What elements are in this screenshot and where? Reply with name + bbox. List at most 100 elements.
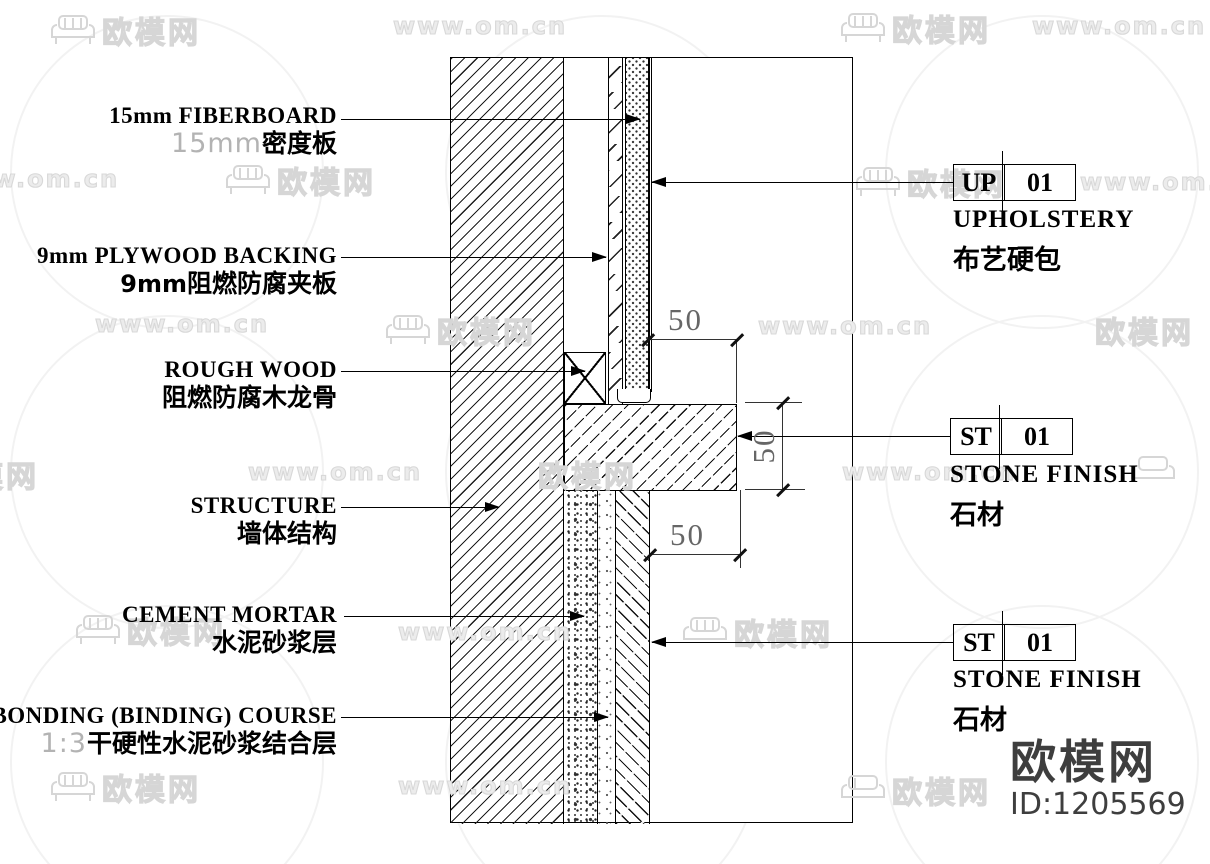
tag-number: 01 xyxy=(1024,421,1050,451)
sofa-icon xyxy=(226,165,270,194)
callout-rough-wood: ROUGH WOOD 阻燃防腐木龙骨 xyxy=(162,357,337,413)
leader-fiberboard xyxy=(341,114,641,124)
watermark: 欧模网 xyxy=(537,452,637,496)
dim3-line xyxy=(650,554,740,556)
tag-zh-stone-upper: 石材 xyxy=(950,500,1004,531)
watermark-brand: 欧模网 xyxy=(906,167,1006,203)
plywood-backing-layer xyxy=(608,58,623,404)
arrow-right-icon xyxy=(594,712,609,722)
watermark: 欧模网 xyxy=(385,308,536,352)
callout-en: 15mm FIBERBOARD xyxy=(109,103,337,128)
callout-zh: 15mm密度板 xyxy=(109,129,337,159)
watermark-brand: 欧模网 xyxy=(733,617,833,653)
watermark: www.om.cn xyxy=(0,164,120,193)
tag-number: 01 xyxy=(1027,167,1053,197)
watermark: www.om.cn xyxy=(841,457,1017,486)
watermark-brand: 欧模网 xyxy=(1094,315,1194,351)
arrow-left-icon xyxy=(737,431,752,441)
watermark: www.om.cn xyxy=(1079,167,1210,196)
watermark-brand: 欧模网 xyxy=(0,459,39,495)
watermark-brand: 欧模网 xyxy=(126,615,226,651)
watermark-brand: 欧模网 xyxy=(101,772,201,808)
callout-zh-text: 墙体结构 xyxy=(236,519,337,548)
watermark: www.om.cn xyxy=(1031,11,1207,40)
callout-zh-text: 阻燃防腐木龙骨 xyxy=(161,383,337,412)
rough-wood-blocking xyxy=(564,352,606,404)
site-id-text: ID:1205569 xyxy=(1010,787,1186,822)
watermark: 欧模网 xyxy=(1094,308,1194,352)
tag-st-01-lower: ST 01 xyxy=(953,611,1076,675)
watermark-brand: 欧模网 xyxy=(276,165,376,201)
tag-divider-line xyxy=(1002,611,1004,675)
callout-zh-text: 密度板 xyxy=(261,129,337,158)
watermark-brand: 欧模网 xyxy=(891,775,991,811)
callout-bonding-course: BONDING (BINDING) COURSE 1:3干硬性水泥砂浆结合层 xyxy=(0,703,337,759)
sofa-icon xyxy=(841,13,885,42)
leader-upholstery xyxy=(651,177,953,187)
watermark-url: www.om.cn xyxy=(94,309,270,338)
leader-stone-band xyxy=(737,431,950,441)
watermark-url: www.om.cn xyxy=(1031,11,1207,40)
watermark-url: www.om.cn xyxy=(841,457,1017,486)
fiberboard-layer xyxy=(625,58,649,389)
leader-cement xyxy=(344,611,585,621)
watermark-brand: 欧模网 xyxy=(436,315,536,351)
tag-st-01-upper: ST 01 xyxy=(950,405,1073,469)
arrow-right-icon xyxy=(570,611,585,621)
cement-mortar-layer xyxy=(564,491,598,824)
arrow-right-icon xyxy=(571,366,586,376)
leader-bonding xyxy=(341,712,609,722)
site-logo-block: 欧模网 ID:1205569 xyxy=(1010,736,1186,822)
tag-divider-line xyxy=(999,405,1001,469)
watermark: 欧模网 xyxy=(75,608,226,652)
watermark: 欧模网 xyxy=(225,158,376,202)
tag-en-stone-upper: STONE FINISH xyxy=(950,461,1139,488)
callout-en: 9mm PLYWOOD BACKING xyxy=(37,243,337,268)
callout-en: STRUCTURE xyxy=(190,493,337,518)
callout-en: CEMENT MORTAR xyxy=(121,602,337,627)
watermark: 欧模网 xyxy=(682,610,833,654)
bonding-course-layer xyxy=(598,491,616,824)
callout-structure: STRUCTURE 墙体结构 xyxy=(191,493,337,549)
fabric-wrap-return xyxy=(617,389,651,403)
watermark: www.om.cn xyxy=(247,457,423,486)
dim1-line xyxy=(648,339,737,341)
watermark-brand: 欧模网 xyxy=(891,13,991,49)
watermark: 欧模网 xyxy=(50,765,201,809)
stone-band-block xyxy=(564,404,737,491)
sofa-icon xyxy=(1131,456,1175,479)
watermark-url: www.om.cn xyxy=(1079,167,1210,196)
watermark xyxy=(1130,455,1176,487)
wall-structure-hatch xyxy=(451,58,564,824)
watermark-url: www.om.cn xyxy=(397,771,573,800)
watermark: 欧模网 xyxy=(840,768,991,812)
callout-plywood: 9mm PLYWOOD BACKING 9mm阻燃防腐夹板 xyxy=(37,243,337,299)
tag-up-01: UP 01 xyxy=(953,151,1076,215)
callout-zh-prefix: 9mm xyxy=(120,270,187,298)
callout-zh-prefix: 1:3 xyxy=(40,728,87,759)
watermark-url: www.om.cn xyxy=(247,457,423,486)
leader-structure xyxy=(341,502,500,512)
watermark-url: www.om.cn xyxy=(757,311,933,340)
callout-zh: 墙体结构 xyxy=(191,519,337,549)
callout-zh: 1:3干硬性水泥砂浆结合层 xyxy=(0,729,337,759)
dim1-value: 50 xyxy=(668,302,703,337)
leader-stone-wall xyxy=(651,637,953,647)
dim3-value: 50 xyxy=(670,517,705,552)
tag-en-stone-lower: STONE FINISH xyxy=(953,666,1142,693)
callout-en: BONDING (BINDING) COURSE xyxy=(0,703,337,728)
stone-finish-layer xyxy=(616,491,650,824)
tag-divider-line xyxy=(1002,151,1004,215)
callout-cement-mortar: CEMENT MORTAR 水泥砂浆层 xyxy=(122,602,337,658)
callout-zh: 水泥砂浆层 xyxy=(122,628,337,658)
callout-en: ROUGH WOOD xyxy=(164,357,337,382)
arrow-right-icon xyxy=(485,502,500,512)
watermark-url: www.om.cn xyxy=(0,164,120,193)
watermark: 欧模网 xyxy=(50,8,201,52)
callout-zh-prefix: 15mm xyxy=(171,128,262,159)
leader-rough-wood xyxy=(341,366,586,376)
callout-zh-text: 水泥砂浆层 xyxy=(211,628,337,657)
dim3-extension xyxy=(740,490,742,568)
watermark: www.om.cn xyxy=(397,771,573,800)
